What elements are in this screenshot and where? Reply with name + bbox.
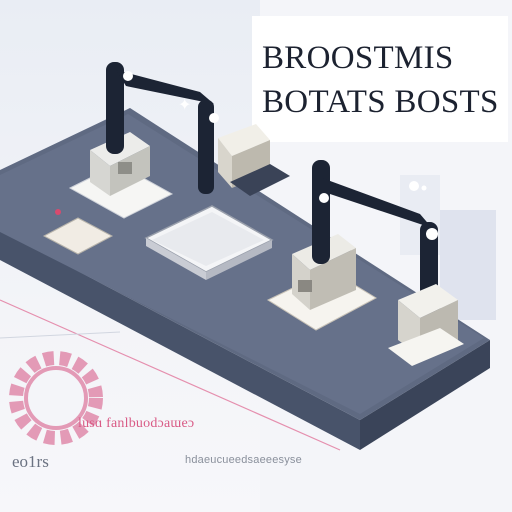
floor-plate-2 [42,217,114,255]
pink-caption: lusɑ fanlbuodɔaɯeɔ [78,416,195,431]
indicator-dot [55,209,61,215]
guide-line [0,331,121,339]
robot-1-joint-2 [209,113,219,123]
robot-2-panel [298,280,312,292]
title-line-2: BOTATS BOSTS [262,84,499,120]
robot-2-column [312,160,330,264]
machine-1-tray [230,164,290,196]
robot-2-base-front [310,248,356,310]
robot-2-tower-top [398,284,458,318]
robot-1-base-side [90,150,110,196]
center-plate-side [146,238,206,280]
robot-2-pad [388,328,464,366]
machine-1-side [218,138,232,188]
center-plate-inner [152,212,264,266]
accent-line [0,299,341,451]
robot-1-panel [118,162,132,174]
robot-2-arm [322,178,432,228]
gear-outline-icon [9,351,103,445]
bottom-caption: hdaeucueedsaeeesyse [185,454,302,466]
robot-2-joint [319,193,329,203]
platform-front-right [360,340,490,450]
robot-1-forearm [198,100,214,194]
robot-1-column [106,62,124,154]
machine-1-top [218,124,270,156]
left-caption: eo1rs [12,452,49,471]
title-panel [252,16,508,142]
title-line-1: BROOSTMIS [262,40,454,76]
robot-1-arm [116,70,214,104]
robot-1-joint [123,71,133,81]
robot-2-joint-2 [426,228,438,240]
robot-2-joint-3 [409,181,419,191]
gear-icon: ✦ [178,95,191,114]
center-plate-side-2 [206,240,272,280]
platform-front-left [0,230,360,450]
headline-title: BROOSTMIS BOTATS BOSTS [262,36,502,124]
indicator-dot-2 [421,185,427,191]
